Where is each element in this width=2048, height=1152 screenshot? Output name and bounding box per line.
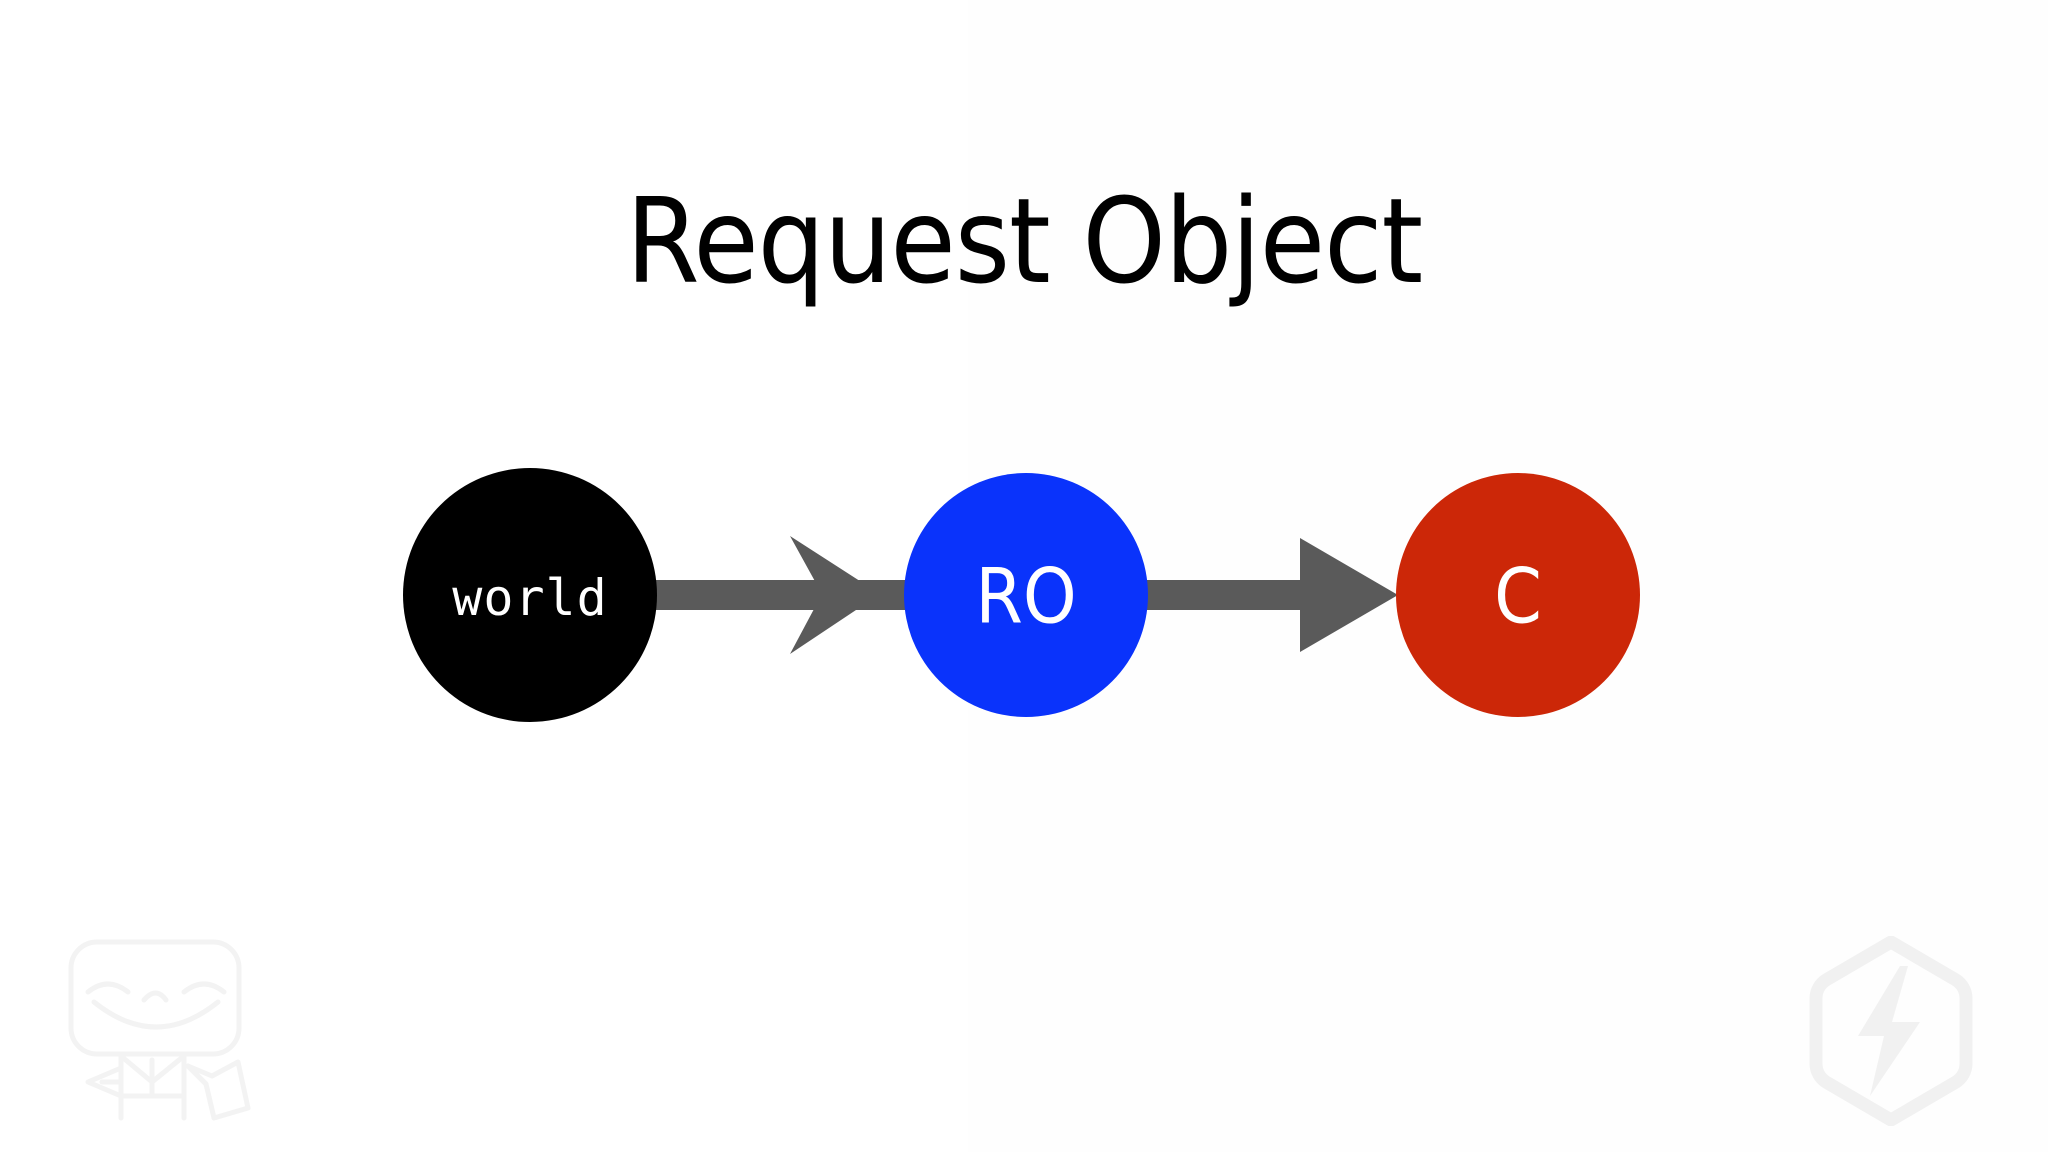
edge-shaft — [1140, 580, 1330, 610]
node-world[interactable] — [403, 468, 657, 722]
arrowhead-barbed-icon — [790, 536, 880, 654]
node-c[interactable] — [1396, 473, 1640, 717]
edge-ro-to-c[interactable] — [1140, 538, 1398, 652]
arrowhead-triangle-icon — [1300, 538, 1398, 652]
node-ro[interactable] — [904, 473, 1148, 717]
page-title: Request Object — [625, 172, 1423, 311]
